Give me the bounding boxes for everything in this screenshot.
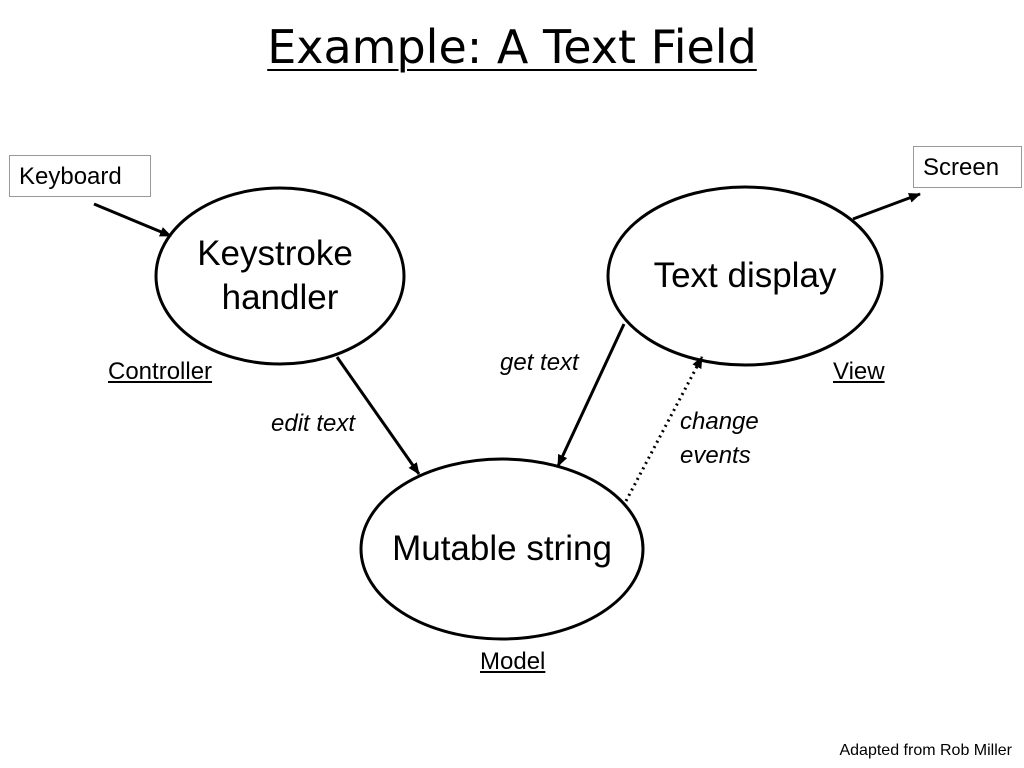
keyboard-to-handler-arrow [93, 202, 172, 238]
edit-text-arrow [335, 356, 421, 475]
model-role-label: Model [480, 648, 546, 675]
slide-title: Example: A Text Field [0, 20, 1024, 74]
keystroke-handler-line-2: handler [221, 278, 339, 317]
mutable-string-label: Mutable string [392, 529, 612, 568]
change-events-label: change events [680, 405, 759, 473]
credit-text: Adapted from Rob Miller [839, 742, 1012, 759]
keyboard-box: Keyboard [9, 155, 151, 197]
keyboard-label: Keyboard [19, 163, 122, 190]
change-events-line-2: events [680, 442, 751, 469]
view-role-label: View [833, 358, 885, 385]
keystroke-handler-ellipse [154, 186, 406, 366]
edit-text-label: edit text [271, 410, 356, 437]
keystroke-handler-label: Keystroke handler [156, 232, 404, 320]
mutable-string-ellipse [359, 457, 645, 641]
get-text-arrow [556, 323, 626, 467]
change-events-line-1: change [680, 408, 759, 435]
screen-label: Screen [923, 154, 1000, 181]
keystroke-handler-line-1: Keystroke [197, 234, 353, 273]
get-text-label: get text [500, 349, 579, 376]
screen-box: Screen [913, 146, 1022, 188]
slide-title-text: Example: A Text Field [267, 20, 757, 74]
text-display-ellipse [606, 185, 884, 367]
display-to-screen-arrow [852, 192, 921, 221]
text-display-label: Text display [653, 256, 837, 295]
controller-role-label: Controller [108, 358, 213, 385]
